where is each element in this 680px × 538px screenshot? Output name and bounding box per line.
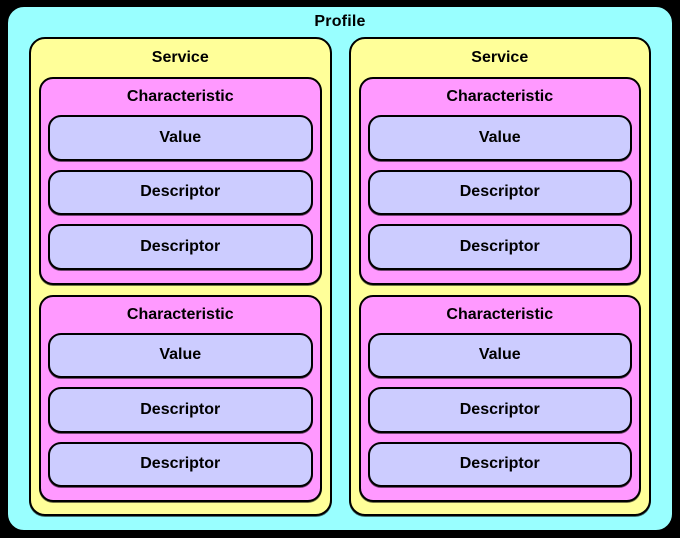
- value-box: Value: [367, 332, 632, 378]
- characteristic-label: Characteristic: [446, 305, 554, 323]
- characteristic-box-2-2: Characteristic Value Descriptor Descript…: [358, 294, 641, 502]
- service-box-1: Service Characteristic Value Descriptor …: [29, 37, 332, 516]
- descriptor-box: Descriptor: [367, 224, 632, 270]
- service-body: Characteristic Value Descriptor Descript…: [31, 77, 330, 514]
- descriptor-box: Descriptor: [48, 224, 313, 270]
- descriptor-box: Descriptor: [367, 441, 632, 487]
- characteristic-label: Characteristic: [446, 88, 554, 105]
- value-box: Value: [48, 332, 313, 378]
- descriptor-box: Descriptor: [48, 169, 313, 215]
- characteristic-body: Value Descriptor Descriptor: [361, 332, 640, 501]
- descriptor-box: Descriptor: [367, 169, 632, 215]
- service-label: Service: [151, 49, 209, 66]
- descriptor-box: Descriptor: [48, 441, 313, 487]
- descriptor-box: Descriptor: [48, 387, 313, 433]
- profile-box: Profile Service Characteristic Value Des…: [6, 5, 674, 532]
- descriptor-box: Descriptor: [367, 387, 632, 433]
- services-row: Service Characteristic Value Descriptor …: [8, 36, 672, 530]
- service-label: Service: [471, 49, 529, 66]
- characteristic-box-1-1: Characteristic Value Descriptor Descript…: [39, 77, 322, 285]
- service-body: Characteristic Value Descriptor Descript…: [351, 77, 650, 514]
- service-box-2: Service Characteristic Value Descriptor …: [348, 37, 651, 516]
- characteristic-body: Value Descriptor Descriptor: [41, 115, 320, 283]
- characteristic-box-1-2: Characteristic Value Descriptor Descript…: [39, 294, 322, 502]
- profile-label: Profile: [314, 12, 366, 30]
- characteristic-label: Characteristic: [126, 305, 234, 323]
- characteristic-label: Characteristic: [126, 88, 234, 105]
- characteristic-body: Value Descriptor Descriptor: [361, 115, 640, 283]
- value-box: Value: [48, 115, 313, 161]
- characteristic-body: Value Descriptor Descriptor: [41, 332, 320, 501]
- value-box: Value: [367, 115, 632, 161]
- characteristic-box-2-1: Characteristic Value Descriptor Descript…: [358, 77, 641, 285]
